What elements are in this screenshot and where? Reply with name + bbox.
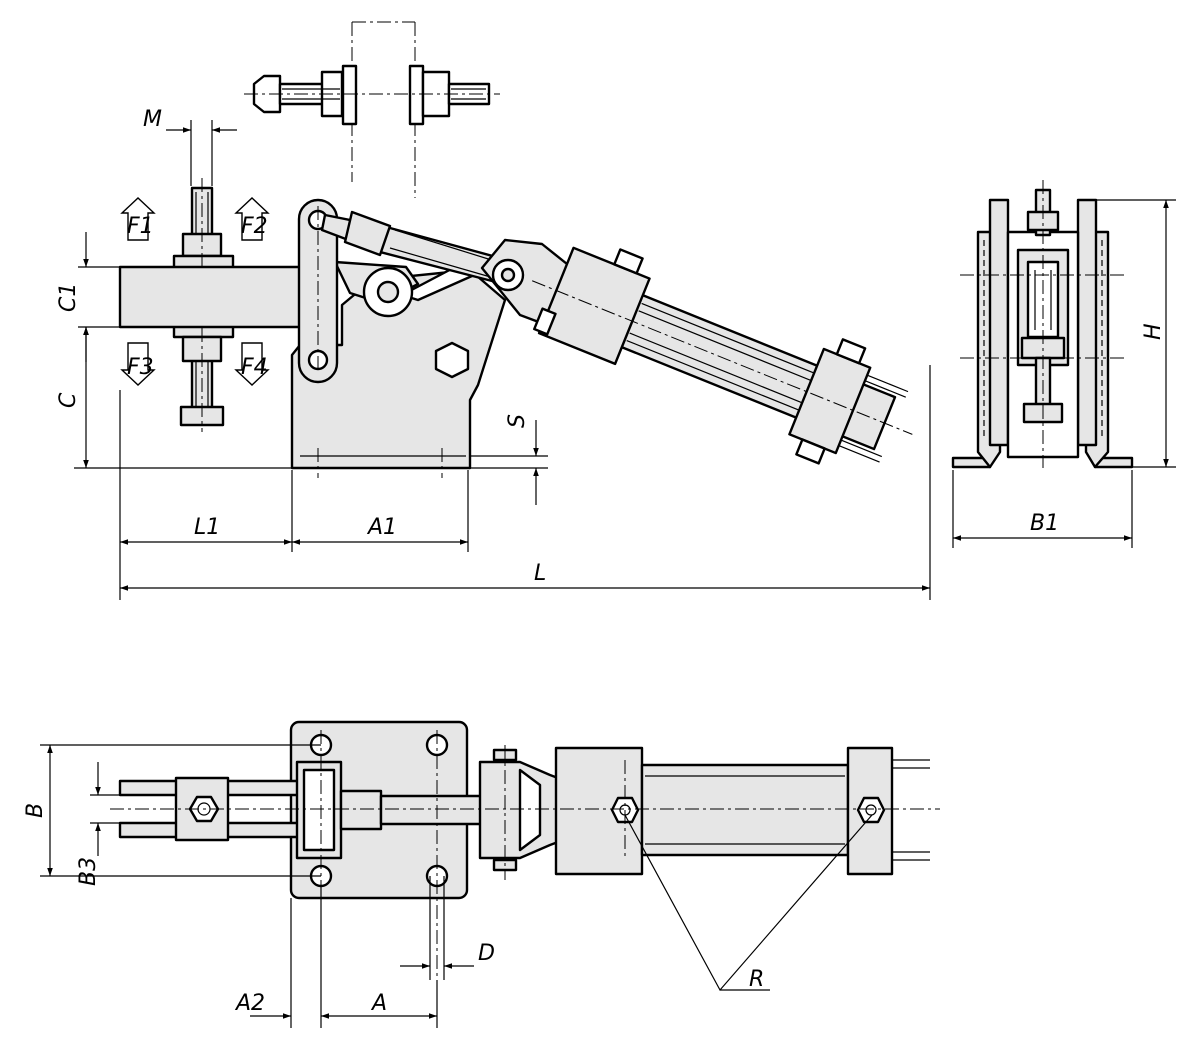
label-a2: A2 <box>234 991 265 1016</box>
dimension-s: S <box>470 414 548 505</box>
force-arrow-f3 <box>120 342 156 386</box>
dimension-l: L1 A1 L <box>119 365 931 600</box>
label-a: A <box>370 991 387 1016</box>
label-d: D <box>478 941 495 966</box>
end-view: H B1 <box>951 180 1176 548</box>
label-f2: F2 <box>241 214 268 239</box>
top-view: R B B3 D A2 A <box>23 720 940 1028</box>
label-b: B <box>23 803 48 818</box>
label-l: L <box>534 561 546 586</box>
clamping-arm <box>118 265 302 329</box>
label-r: R <box>749 967 764 992</box>
dimension-m: M <box>143 107 237 186</box>
label-m: M <box>143 107 162 132</box>
force-arrow-f1 <box>120 197 156 241</box>
label-h: H <box>1141 323 1166 340</box>
label-f1: F1 <box>127 214 154 239</box>
label-l1: L1 <box>194 515 220 540</box>
label-b3: B3 <box>76 857 101 886</box>
label-c1: C1 <box>56 283 81 312</box>
label-s: S <box>505 414 530 428</box>
spindle-detail <box>244 21 500 198</box>
label-b1: B1 <box>1030 511 1059 536</box>
side-view: M <box>56 21 931 600</box>
label-f3: F3 <box>127 355 154 380</box>
label-a1: A1 <box>366 515 397 540</box>
pneumatic-cylinder <box>531 246 913 465</box>
label-f4: F4 <box>241 355 268 380</box>
force-arrow-f4 <box>234 342 270 386</box>
dimension-c: C1 C <box>56 232 292 469</box>
label-c: C <box>56 392 81 408</box>
force-arrows: F1 F2 F3 F4 <box>120 197 270 386</box>
force-arrow-f2 <box>234 197 270 241</box>
